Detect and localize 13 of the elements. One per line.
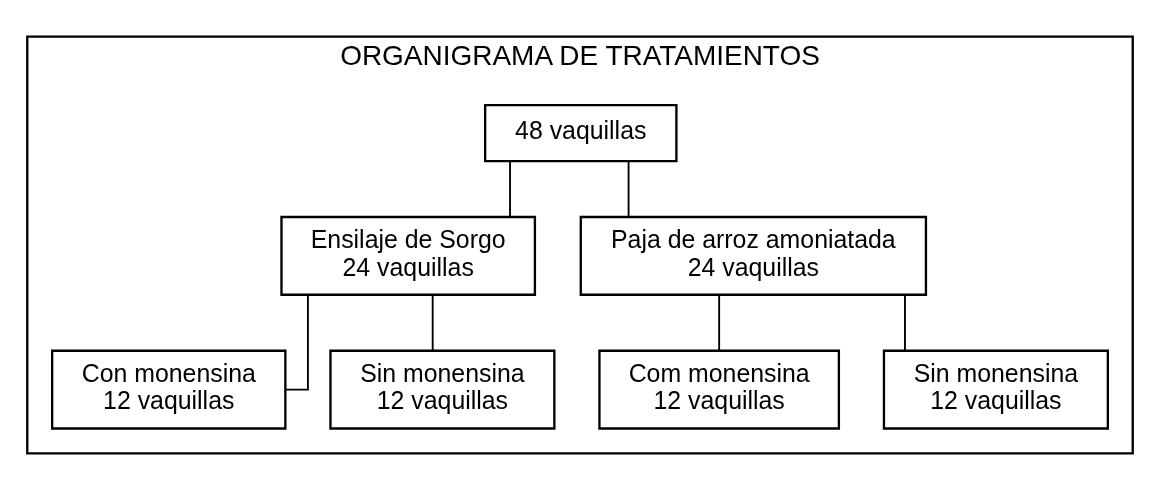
connector — [718, 293, 721, 351]
node-box: Ensilaje de Sorgo 24 vaquillas — [280, 215, 537, 296]
node-box: Sin monensina 12 vaquillas — [882, 349, 1109, 430]
node-box: Com monensina 12 vaquillas — [598, 349, 841, 430]
connector — [509, 160, 511, 218]
node-box: 48 vaquillas — [484, 103, 678, 162]
connector — [627, 160, 630, 218]
connector — [904, 293, 906, 351]
node-box: Paja de arroz amoniatada 24 vaquillas — [579, 215, 928, 296]
connector — [431, 293, 434, 351]
node-box: Sin monensina 12 vaquillas — [329, 349, 556, 430]
connector — [284, 293, 309, 391]
node-box: Con monensina 12 vaquillas — [51, 349, 287, 430]
